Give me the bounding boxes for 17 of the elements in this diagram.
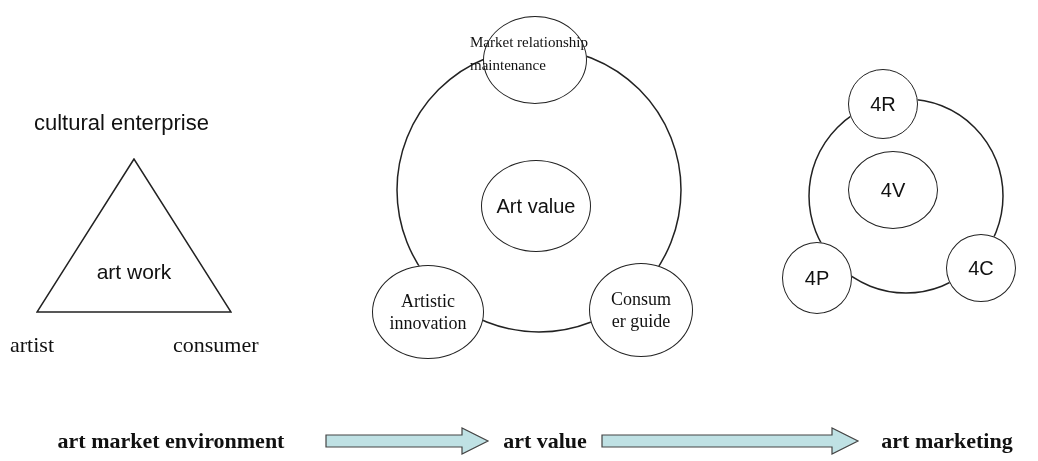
node-label: art market environment	[57, 427, 285, 455]
node-label: art marketing	[881, 427, 1013, 455]
node-label: 4V	[880, 177, 906, 203]
node-label: Artistic innovation	[388, 289, 468, 335]
node-label: art work	[96, 258, 172, 285]
corner-label: artist	[10, 331, 54, 359]
block-arrow	[601, 427, 860, 455]
node-label: Consum er guide	[610, 287, 672, 333]
node-label: 4R	[870, 91, 896, 117]
triangle-shape	[36, 158, 232, 313]
corner-label: cultural enterprise	[34, 109, 209, 137]
node-label: art value	[503, 427, 587, 455]
node-label: 4P	[804, 265, 830, 291]
corner-label: consumer	[173, 331, 259, 359]
block-arrow	[325, 427, 490, 455]
node-label: Art value	[496, 193, 576, 219]
node-label: 4C	[968, 255, 994, 281]
